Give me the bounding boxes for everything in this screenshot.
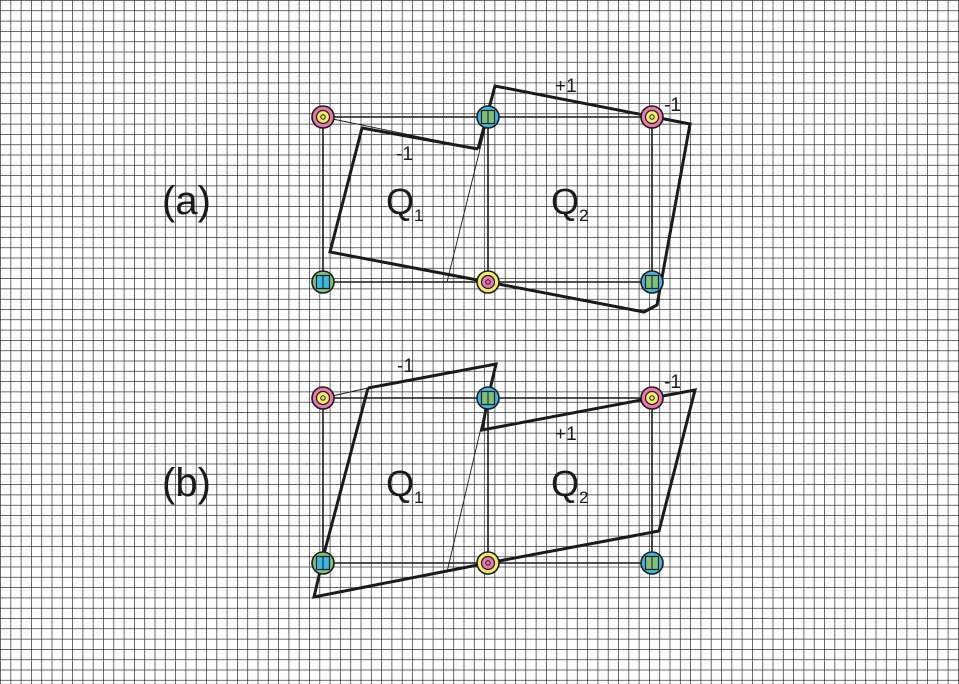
node-core [315, 109, 331, 125]
panel-label-a: (a) [162, 179, 211, 223]
node-dot [485, 279, 491, 285]
quad-label-q1: Q1 [386, 181, 423, 225]
node [311, 551, 335, 575]
quad-label-q1: Q1 [386, 463, 423, 507]
node-core [315, 390, 331, 406]
node [640, 105, 664, 129]
deformed-quads [328, 84, 692, 314]
reference-square-q2 [488, 116, 653, 283]
node-dot [485, 560, 491, 566]
deformed-quad-q2 [480, 388, 698, 565]
node [640, 386, 664, 410]
node [476, 270, 500, 294]
quad-main: Q [386, 463, 414, 504]
node [640, 551, 664, 575]
node [311, 270, 335, 294]
node-core [480, 274, 496, 290]
edge-label: +1 [555, 76, 577, 97]
quad-main: Q [551, 463, 579, 504]
quad-subscript: 2 [579, 488, 588, 507]
node-dot [320, 395, 326, 401]
edge-label: +1 [555, 424, 577, 445]
edge-label: -1 [396, 144, 413, 165]
edge-label: -1 [664, 95, 681, 116]
edge-label: -1 [664, 372, 681, 393]
quad-label-q2: Q2 [551, 463, 588, 507]
deformed-quad-q2 [476, 84, 692, 314]
node [311, 386, 335, 410]
quad-main: Q [386, 181, 414, 222]
deformed-quad-q1 [328, 126, 489, 284]
quad-subscript: 1 [414, 206, 423, 225]
node [476, 105, 500, 129]
node-dot [649, 395, 655, 401]
node [476, 551, 500, 575]
node-dot [320, 114, 326, 120]
quad-label-q2: Q2 [551, 181, 588, 225]
edge-label: -1 [397, 356, 414, 377]
node-core [644, 390, 660, 406]
quad-subscript: 2 [579, 206, 588, 225]
node [311, 105, 335, 129]
panel-a: (a) Q1 Q2 -1 +1 -1 [162, 76, 692, 314]
quad-subscript: 1 [414, 488, 423, 507]
thin-line [446, 116, 489, 283]
node-core [480, 555, 496, 571]
reference-squares [322, 116, 653, 283]
deformed-quad-q1-top [367, 362, 498, 399]
node-dot [649, 114, 655, 120]
reference-square-q2 [488, 397, 653, 564]
node [476, 386, 500, 410]
node-core [644, 109, 660, 125]
panel-b: (b) Q1 Q2 -1 -1 +1 [162, 356, 698, 599]
quad-main: Q [551, 181, 579, 222]
node [640, 270, 664, 294]
panel-label-b: (b) [162, 461, 211, 505]
